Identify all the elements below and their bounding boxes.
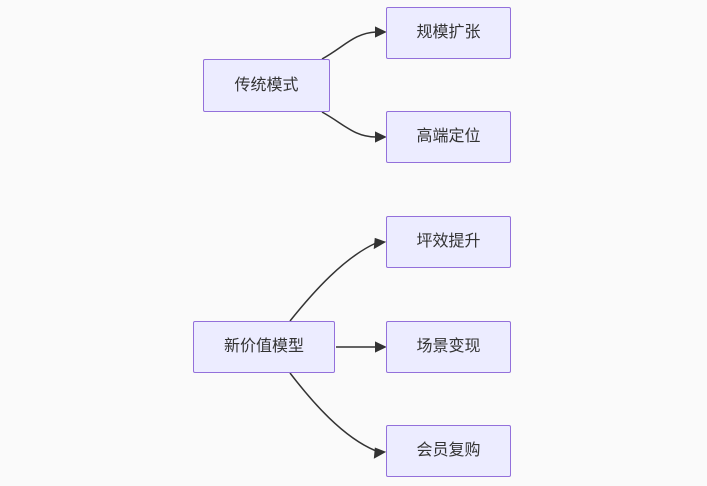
edge-traditional-to-highend	[321, 111, 387, 143]
node-scene-monetization: 场景变现	[386, 321, 511, 373]
node-highend-positioning: 高端定位	[386, 111, 511, 163]
edge-traditional-to-scale	[321, 26, 387, 60]
node-scale-expansion: 规模扩张	[386, 7, 511, 59]
node-new-value-model: 新价值模型	[193, 321, 335, 373]
edge-newvalue-to-floor	[289, 237, 387, 322]
node-traditional-model: 传统模式	[203, 59, 330, 112]
edge-newvalue-to-member	[289, 372, 387, 459]
edge-newvalue-to-scene	[336, 341, 387, 353]
node-floor-efficiency: 坪效提升	[386, 216, 511, 268]
node-member-repurchase: 会员复购	[386, 425, 511, 477]
